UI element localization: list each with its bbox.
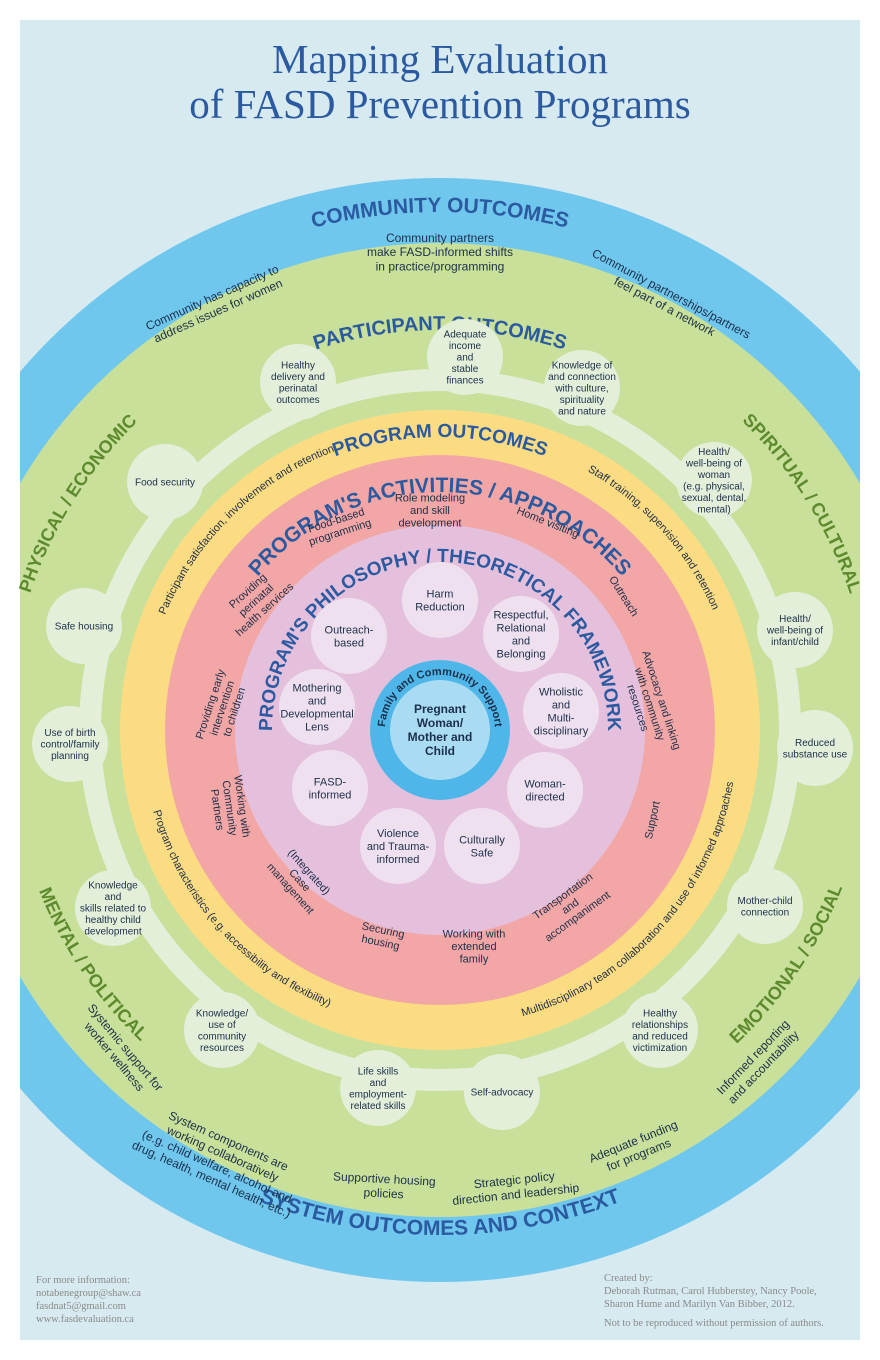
philosophy-node [523, 673, 599, 749]
footer-contact-line[interactable]: fasdnat5@gmail.com [36, 1301, 126, 1312]
philosophy-node-label: Woman-directed [524, 778, 566, 803]
participant-node [340, 1050, 416, 1126]
participant-node [127, 444, 203, 520]
footer-contact-heading: For more information: [36, 1275, 130, 1286]
participant-node [622, 992, 698, 1068]
participant-node [427, 319, 503, 395]
system-item: Supportive housingpolicies [332, 1169, 436, 1203]
philosophy-node [360, 808, 436, 884]
philosophy-node [279, 669, 355, 745]
center-circle [390, 680, 490, 780]
participant-node [676, 442, 752, 518]
philosophy-node [311, 598, 387, 674]
participant-node [260, 344, 336, 420]
participant-node [544, 350, 620, 426]
participant-node [757, 592, 833, 668]
philosophy-node [507, 752, 583, 828]
participant-node [727, 868, 803, 944]
footer-credits: Created by: Deborah Rutman, Carol Hubber… [604, 1272, 824, 1330]
participant-node-label: Safe housing [55, 622, 113, 633]
participant-node [75, 870, 151, 946]
participant-node-label: Food security [135, 478, 195, 489]
title-line-2: of FASD Prevention Programs [189, 81, 690, 127]
participant-node [184, 992, 260, 1068]
philosophy-node-label: Outreach-based [325, 624, 374, 649]
footer-contact: For more information: notabenegroup@shaw… [36, 1274, 141, 1326]
philosophy-node [444, 808, 520, 884]
footer-credits-line: Deborah Rutman, Carol Hubberstey, Nancy … [604, 1286, 817, 1297]
philosophy-node [483, 596, 559, 672]
participant-node [777, 710, 853, 786]
footer-credits-line: Sharon Hume and Marilyn Van Bibber, 2012… [604, 1299, 795, 1310]
participant-node [46, 588, 122, 664]
footer-contact-line[interactable]: notabenegroup@shaw.ca [36, 1288, 141, 1299]
philosophy-node-label: FASD-informed [309, 776, 352, 801]
footer-credits-heading: Created by: [604, 1273, 653, 1284]
philosophy-node [402, 562, 478, 638]
participant-node [32, 706, 108, 782]
philosophy-node [292, 750, 368, 826]
footer-contact-line[interactable]: www.fasdevaluation.ca [36, 1314, 134, 1325]
participant-node [464, 1054, 540, 1130]
participant-node-label: Self-advocacy [471, 1088, 534, 1099]
title-line-1: Mapping Evaluation [272, 36, 608, 82]
footer-note: Not to be reproduced without permission … [604, 1318, 824, 1329]
